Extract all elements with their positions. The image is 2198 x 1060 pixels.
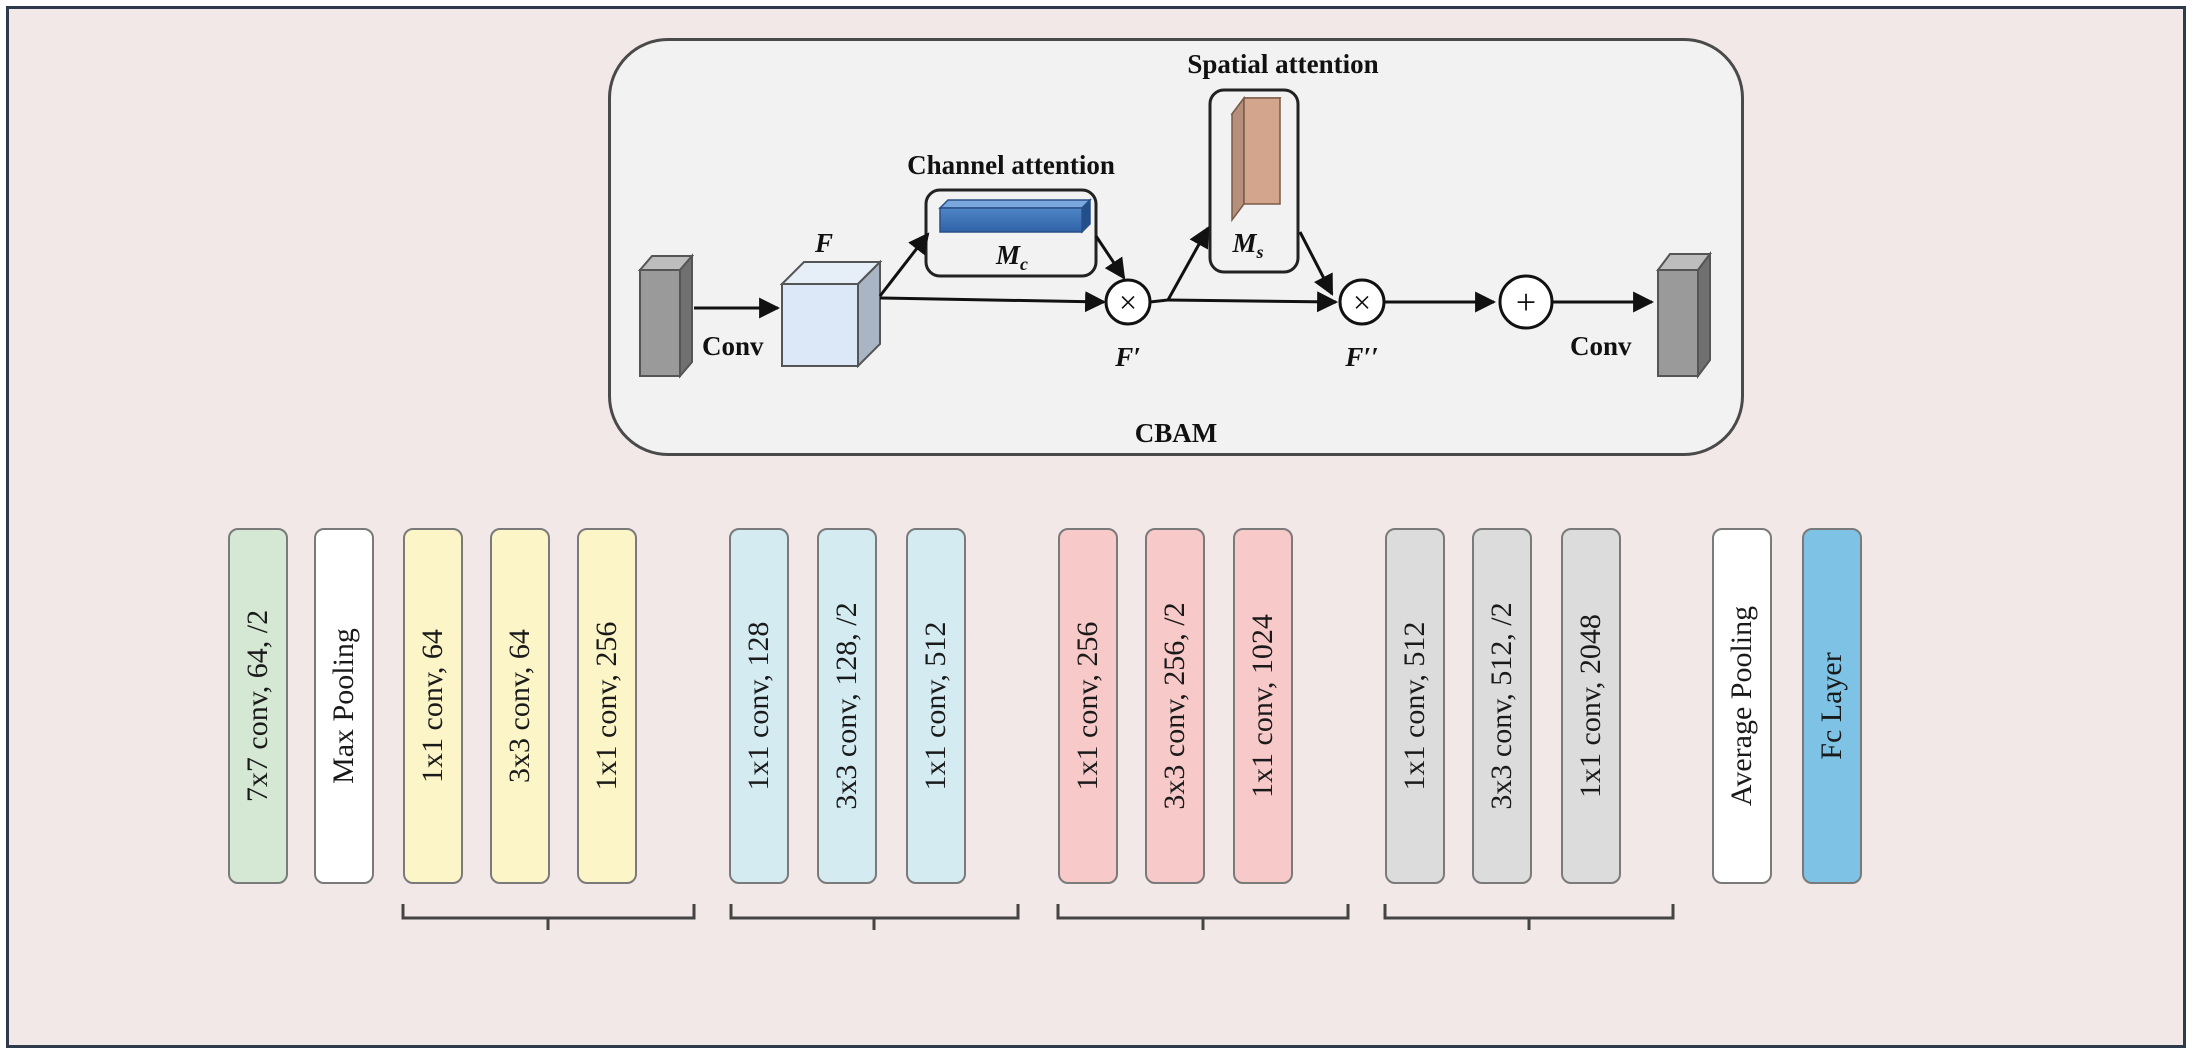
block-label: 1x1 conv, 256: [590, 621, 623, 791]
add-symbol: +: [1516, 282, 1536, 322]
spatial-attention-label: Spatial attention: [1187, 49, 1378, 79]
block-conv-7x7: 7x7 conv, 64, /2: [228, 528, 288, 884]
block-stage4-conv1: 1x1 conv, 512: [1385, 528, 1445, 884]
feature-cube: [779, 259, 883, 369]
block-label: 7x7 conv, 64, /2: [241, 609, 274, 803]
block-label: 1x1 conv, 512: [1398, 621, 1431, 791]
bracket-stage-4: [1383, 904, 1675, 920]
block-label: Average Pooling: [1725, 605, 1758, 807]
bracket-stage-1: [401, 904, 696, 920]
block-label: 1x1 conv, 256: [1071, 621, 1104, 791]
spatial-attention-map: [1230, 95, 1282, 223]
multiply-symbol-2: ×: [1353, 284, 1371, 320]
block-stage2-conv2: 3x3 conv, 128, /2: [817, 528, 877, 884]
block-label: 1x1 conv, 64: [416, 629, 449, 783]
block-label: 3x3 conv, 512, /2: [1485, 602, 1518, 810]
block-label: 3x3 conv, 128, /2: [830, 602, 863, 810]
block-stage4-conv3: 1x1 conv, 2048: [1561, 528, 1621, 884]
output-conv-slab: [1656, 251, 1712, 379]
mc-label: Mc: [995, 240, 1028, 274]
f-double-prime-label: F′′: [1344, 342, 1378, 372]
block-label: 3x3 conv, 256, /2: [1158, 602, 1191, 810]
block-label: 1x1 conv, 512: [919, 621, 952, 791]
output-conv-label: Conv: [1570, 331, 1632, 361]
block-label: Max Pooling: [327, 628, 360, 784]
arrow-channel-to-multiply: [1094, 235, 1126, 280]
block-stage3-conv3: 1x1 conv, 1024: [1233, 528, 1293, 884]
bracket-stage-2: [729, 904, 1020, 920]
arrow-feature-to-channel: [878, 232, 930, 297]
block-label: 1x1 conv, 1024: [1246, 614, 1279, 798]
channel-attention-map: [938, 198, 1092, 234]
block-label: Fc Layer: [1815, 652, 1848, 760]
block-label: 1x1 conv, 128: [742, 621, 775, 791]
block-stage1-conv3: 1x1 conv, 256: [577, 528, 637, 884]
f-prime-label: F′: [1114, 342, 1141, 372]
block-stage1-conv1: 1x1 conv, 64: [403, 528, 463, 884]
block-max-pooling: Max Pooling: [314, 528, 374, 884]
ms-label: Ms: [1231, 228, 1263, 262]
stage-brackets: [401, 904, 1675, 930]
block-fc-layer: Fc Layer: [1802, 528, 1862, 884]
arrow-fprime-to-spatial: [1149, 226, 1210, 304]
block-label: 1x1 conv, 2048: [1574, 614, 1607, 798]
block-stage3-conv2: 3x3 conv, 256, /2: [1145, 528, 1205, 884]
input-conv-label: Conv: [702, 331, 764, 361]
cbam-title: CBAM: [1135, 418, 1218, 448]
input-conv-slab: [637, 253, 695, 379]
cbam-module-box: [608, 38, 1744, 456]
feature-label: F: [814, 228, 833, 258]
block-label: 3x3 conv, 64: [503, 629, 536, 783]
bracket-stage-3: [1056, 904, 1350, 920]
block-stage2-conv3: 1x1 conv, 512: [906, 528, 966, 884]
arrow-feature-to-multiply: [879, 291, 1107, 313]
block-stage4-conv2: 3x3 conv, 512, /2: [1472, 528, 1532, 884]
channel-attention-label: Channel attention: [907, 150, 1115, 180]
block-stage3-conv1: 1x1 conv, 256: [1058, 528, 1118, 884]
block-average-pooling: Average Pooling: [1712, 528, 1772, 884]
multiply-symbol-1: ×: [1119, 284, 1137, 320]
block-stage2-conv1: 1x1 conv, 128: [729, 528, 789, 884]
arrow-fprime-to-multiply: [1167, 291, 1339, 313]
block-stage1-conv2: 3x3 conv, 64: [490, 528, 550, 884]
arrow-spatial-to-multiply: [1298, 231, 1334, 296]
